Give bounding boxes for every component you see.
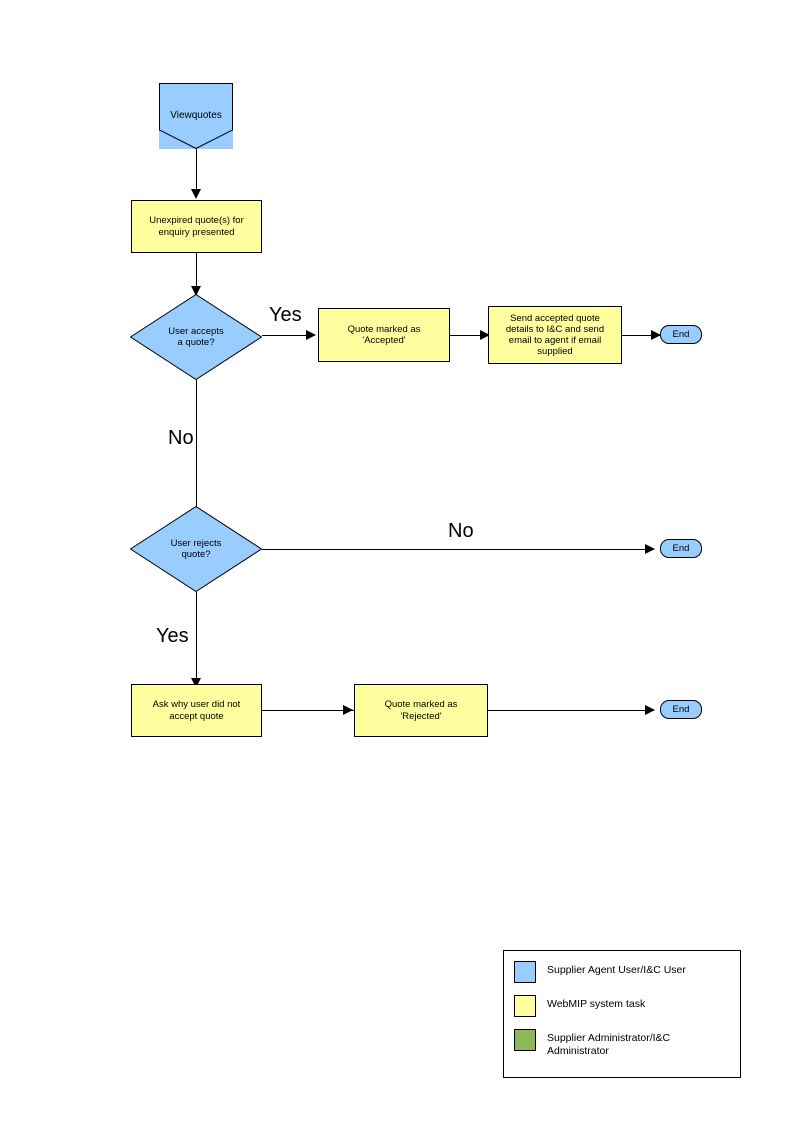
node-decision-user-accepts-label: User accepts a quote? — [168, 325, 224, 348]
legend-swatch-blue — [514, 961, 536, 983]
connector-askwhy-to-rejected — [262, 710, 354, 711]
legend-item-webmip-system-task: WebMIP system task — [514, 995, 732, 1017]
node-decision-user-rejects-label: User rejects quote? — [170, 537, 222, 560]
connector-unexpired-to-accepts — [196, 253, 197, 297]
pentagon-shape — [159, 83, 233, 149]
node-end-accepted-label: End — [672, 328, 690, 340]
node-quote-marked-rejected-label: Quote marked as 'Rejected' — [384, 699, 458, 722]
edge-label-rejects-no: No — [448, 520, 474, 542]
node-send-accepted-details-label: Send accepted quote details to I&C and s… — [505, 312, 605, 358]
node-end-accepted[interactable]: End — [660, 325, 702, 344]
legend: Supplier Agent User/I&C User WebMIP syst… — [503, 950, 741, 1078]
arrowhead-accepted-to-send — [480, 330, 490, 340]
node-unexpired-quotes[interactable]: Unexpired quote(s) for enquiry presented — [131, 200, 262, 253]
legend-label-supplier-agent: Supplier Agent User/I&C User — [547, 964, 686, 976]
node-decision-user-rejects[interactable]: User rejects quote? — [130, 506, 262, 592]
legend-label-supplier-administrator: Supplier Administrator/I&C Administrator — [547, 1032, 671, 1058]
node-unexpired-quotes-label: Unexpired quote(s) for enquiry presented — [149, 215, 244, 238]
node-end-rejected[interactable]: End — [660, 700, 702, 719]
arrowhead-unexpired-to-accepts — [191, 286, 201, 296]
connector-start-to-unexpired — [196, 148, 197, 192]
connector-send-to-end — [622, 335, 660, 336]
node-ask-why-not-accepted-label: Ask why user did not accept quote — [152, 699, 241, 722]
node-quote-marked-rejected[interactable]: Quote marked as 'Rejected' — [354, 684, 488, 737]
node-end-no-rejection[interactable]: End — [660, 539, 702, 558]
node-start-label: Viewquotes — [170, 110, 222, 122]
diamond-shape — [130, 506, 262, 592]
connector-accepts-no — [196, 380, 197, 522]
node-ask-why-not-accepted[interactable]: Ask why user did not accept quote — [131, 684, 262, 737]
legend-swatch-yellow — [514, 995, 536, 1017]
diamond-shape — [130, 294, 262, 380]
connector-rejects-yes — [196, 592, 197, 688]
connector-accepted-to-send — [450, 335, 490, 336]
node-quote-marked-accepted-label: Quote marked as 'Accepted' — [347, 323, 421, 346]
legend-item-supplier-administrator: Supplier Administrator/I&C Administrator — [514, 1029, 732, 1058]
node-quote-marked-accepted[interactable]: Quote marked as 'Accepted' — [318, 308, 450, 362]
arrowhead-rejected-to-end — [645, 705, 655, 715]
edge-label-accepts-yes: Yes — [269, 304, 302, 326]
node-send-accepted-details[interactable]: Send accepted quote details to I&C and s… — [488, 306, 622, 364]
node-end-no-rejection-label: End — [672, 542, 690, 554]
arrowhead-askwhy-to-rejected — [343, 705, 353, 715]
arrowhead-rejects-yes — [191, 678, 201, 688]
node-start-view-quotes[interactable]: Viewquotes — [159, 83, 233, 149]
node-decision-user-accepts[interactable]: User accepts a quote? — [130, 294, 262, 380]
edge-label-rejects-yes: Yes — [156, 625, 189, 647]
arrowhead-send-to-end — [651, 330, 661, 340]
legend-label-webmip-system-task: WebMIP system task — [547, 998, 646, 1010]
connector-rejects-no — [262, 549, 654, 550]
edge-label-accepts-no: No — [168, 427, 194, 449]
arrowhead-start-to-unexpired — [191, 189, 201, 199]
arrowhead-rejects-no — [645, 544, 655, 554]
legend-swatch-green — [514, 1029, 536, 1051]
node-end-rejected-label: End — [672, 703, 690, 715]
connector-accepts-yes — [262, 335, 314, 336]
connector-rejected-to-end — [488, 710, 654, 711]
legend-item-supplier-agent: Supplier Agent User/I&C User — [514, 961, 732, 983]
arrowhead-accepts-yes — [306, 330, 316, 340]
